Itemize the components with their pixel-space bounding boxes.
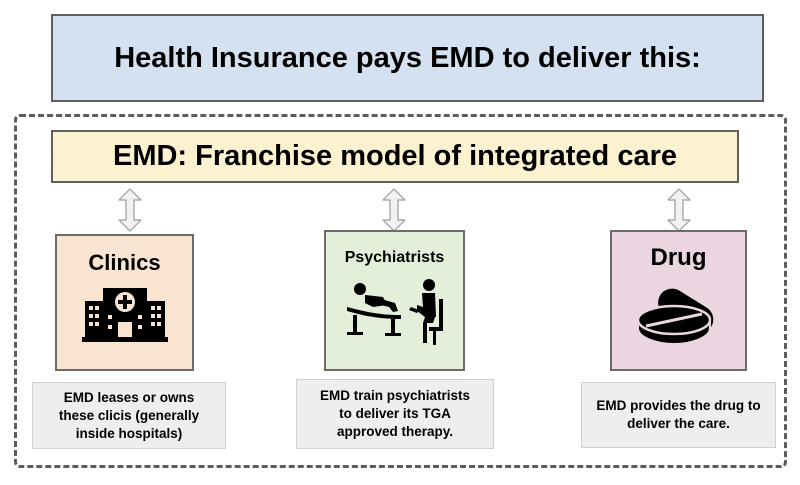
clinics-title: Clinics <box>88 250 161 275</box>
drug-note-text: EMD provides the drug to deliver the car… <box>596 398 761 431</box>
clinics-note-text: EMD leases or owns these clicis (general… <box>58 389 200 441</box>
model-banner: EMD: Franchise model of integrated care <box>51 130 739 183</box>
drug-note: EMD provides the drug to deliver the car… <box>581 382 776 448</box>
header-title: Health Insurance pays EMD to deliver thi… <box>114 41 701 74</box>
psychiatrists-card: Psychiatrists <box>324 230 465 371</box>
hospital-icon <box>81 288 168 342</box>
pills-icon <box>636 288 713 346</box>
clinics-card: Clinics <box>55 234 194 371</box>
double-arrow-icon <box>118 188 142 232</box>
integrated-care-frame <box>14 114 787 468</box>
psychiatrists-note-text: EMD train psychiatrists to deliver its T… <box>319 388 471 439</box>
double-arrow-icon <box>667 188 691 232</box>
drug-title: Drug <box>650 244 707 271</box>
therapy-session-icon <box>346 279 443 345</box>
drug-card: Drug <box>610 230 747 371</box>
header-banner: Health Insurance pays EMD to deliver thi… <box>51 14 764 102</box>
double-arrow-icon <box>382 188 406 232</box>
psychiatrists-title: Psychiatrists <box>344 249 445 266</box>
clinics-note: EMD leases or owns these clicis (general… <box>32 382 226 449</box>
psychiatrists-note: EMD train psychiatrists to deliver its T… <box>296 379 494 449</box>
model-title: EMD: Franchise model of integrated care <box>112 140 677 172</box>
